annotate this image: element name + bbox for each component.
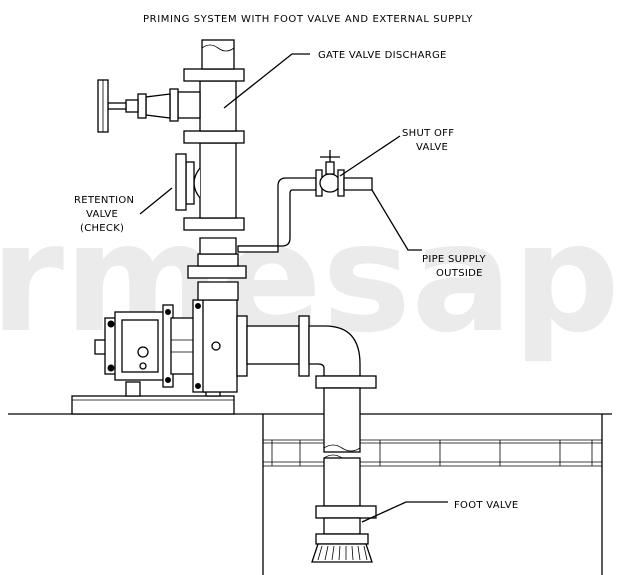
leader-lines bbox=[139, 53, 448, 523]
shut-off-valve-label-line1: SHUT OFF bbox=[402, 128, 454, 139]
retention-valve-label-line2: VALVE bbox=[86, 209, 118, 220]
foot-valve-label: FOOT VALVE bbox=[454, 500, 518, 511]
external-supply bbox=[237, 150, 373, 253]
pipe-supply-outside-label-line1: PIPE SUPPLY bbox=[422, 254, 486, 265]
gate-valve-discharge-label: GATE VALVE DISCHARGE bbox=[318, 50, 447, 61]
pipe-supply-outside-label-line2: OUTSIDE bbox=[436, 268, 483, 279]
retention-valve-label-line3: (CHECK) bbox=[80, 223, 124, 234]
shut-off-valve-label-line2: VALVE bbox=[416, 142, 448, 153]
foot-valve bbox=[311, 505, 377, 563]
diagram-title: PRIMING SYSTEM WITH FOOT VALVE AND EXTER… bbox=[143, 14, 473, 25]
pump-assembly bbox=[94, 299, 238, 393]
retention-valve-label-line1: RETENTION bbox=[74, 195, 134, 206]
suction-pipe bbox=[236, 315, 377, 507]
ground-and-tank bbox=[8, 413, 612, 575]
discharge-stack bbox=[97, 39, 247, 301]
